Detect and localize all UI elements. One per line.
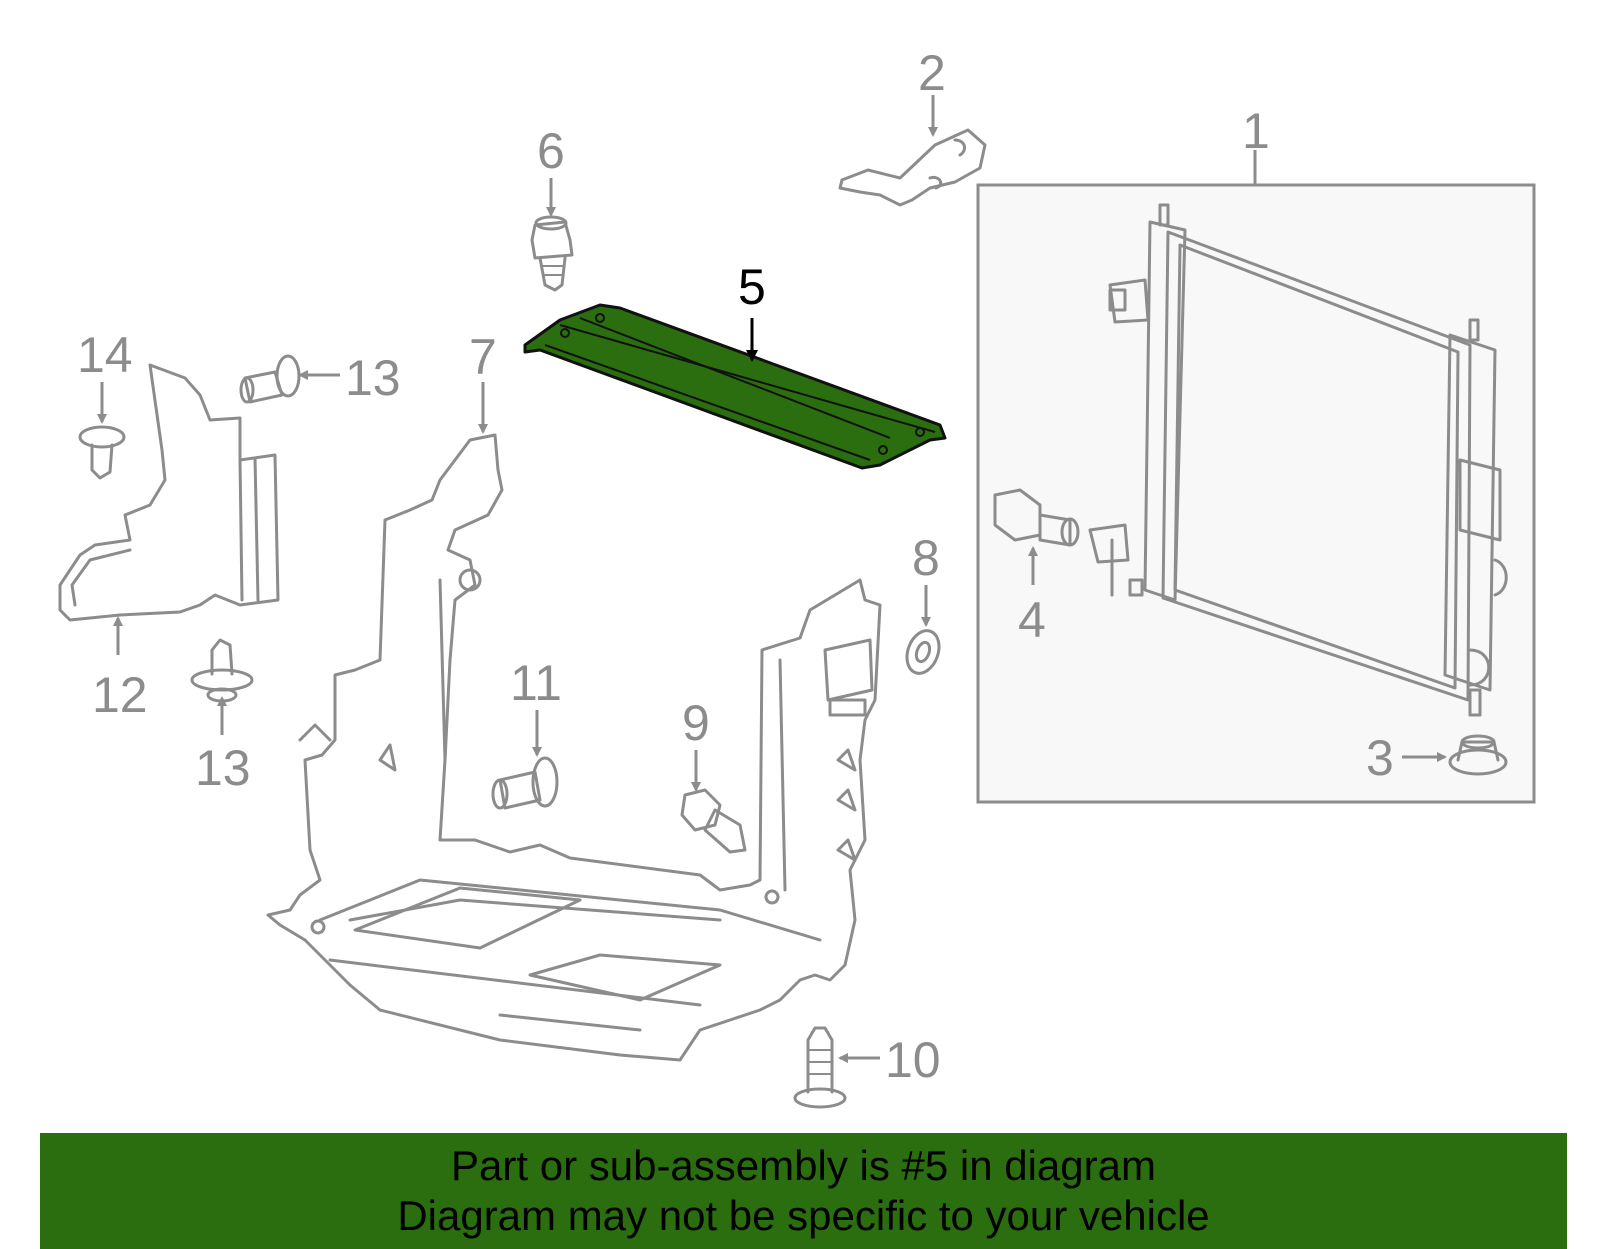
banner-line-disclaimer: Diagram may not be specific to your vehi… [397, 1192, 1210, 1239]
pin-part [793, 1026, 847, 1109]
banner-line-part-number: Part or sub-assembly is #5 in diagram [451, 1142, 1156, 1189]
radiator-part [1088, 203, 1508, 717]
callout-13-upper: 13 [345, 350, 401, 406]
callout-11: 11 [510, 655, 562, 711]
clip-part-upper [239, 354, 301, 404]
callout-9: 9 [682, 695, 710, 751]
callout-1: 1 [1242, 103, 1270, 159]
callout-7: 7 [469, 329, 497, 385]
callout-6: 6 [537, 123, 565, 179]
callout-14: 14 [77, 327, 133, 383]
info-banner: Part or sub-assembly is #5 in diagram Di… [40, 1133, 1567, 1249]
bolt-part [530, 215, 574, 292]
grommet-part [1448, 734, 1508, 776]
washer-part [905, 629, 941, 675]
callout-3: 3 [1366, 730, 1394, 786]
air-deflector-part [266, 433, 882, 1062]
sensor-part [993, 488, 1080, 547]
callout-12: 12 [92, 667, 148, 723]
callout-10: 10 [885, 1032, 941, 1088]
push-pin-part [491, 756, 559, 810]
upper-shield-part-highlighted [523, 303, 947, 470]
bracket-part [838, 128, 987, 207]
radiator-callout-box [976, 183, 1536, 804]
callout-13-lower: 13 [195, 740, 251, 796]
callout-5: 5 [738, 259, 766, 315]
callout-2: 2 [918, 45, 946, 101]
push-clip-part [680, 788, 747, 854]
clip-part-lower [190, 638, 254, 703]
side-deflector-part [58, 363, 280, 622]
callout-4: 4 [1018, 592, 1046, 648]
plug-clip-part [78, 425, 126, 480]
callout-8: 8 [912, 530, 940, 586]
